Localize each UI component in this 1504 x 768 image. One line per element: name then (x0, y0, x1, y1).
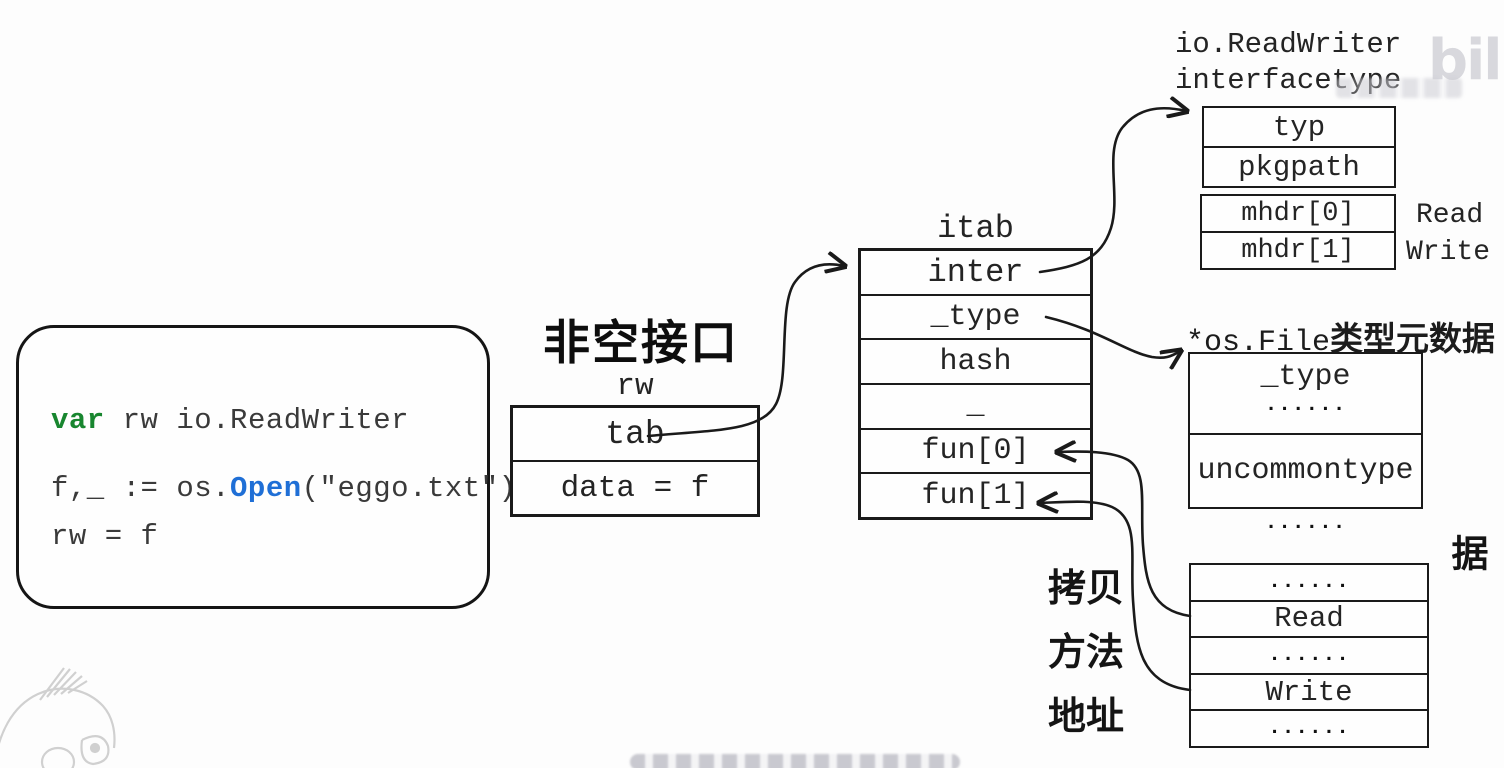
interfacetype-box-top: typ pkgpath (1202, 106, 1396, 188)
itab-row-fun0: fun[0] (861, 427, 1090, 473)
itab-row-type: _type (861, 293, 1090, 339)
copy-method-address-note: 拷贝 方法 地址 (1036, 556, 1136, 748)
nonempty-interface-title: 非空接口 (543, 316, 739, 371)
code-line-1: var rw io.ReadWriter (51, 404, 409, 437)
faint-watermark-top (1336, 78, 1462, 98)
code-line-1-rest: rw io.ReadWriter (104, 404, 410, 437)
copy-note-line3: 地址 (1047, 693, 1124, 738)
method-meta-read: Read (1191, 599, 1427, 637)
itab-row-fun1: fun[1] (861, 472, 1090, 517)
method-meta-box: ...... Read ...... Write ...... (1189, 563, 1429, 748)
go-code-panel: var rw io.ReadWriter f,_ := os.Open("egg… (16, 325, 516, 609)
code-line-2-post: ("eggo.txt") (301, 472, 517, 505)
rw-struct-title: rw (616, 369, 654, 404)
mhdr0-method-label: Read (1416, 200, 1484, 231)
method-metadata-vertical-label: 方法元数据 (1445, 534, 1504, 722)
itab-struct-box: inter _type hash _ fun[0] fun[1] (858, 248, 1093, 520)
code-keyword-var: var (51, 404, 105, 437)
copy-note-line1: 拷贝 (1047, 565, 1124, 610)
interfacetype-title-line1: io.ReadWriter (1175, 28, 1402, 61)
rw-row-data: data = f (513, 460, 757, 514)
osfile-dots-below: ...... (1264, 512, 1347, 535)
osfile-row-uncommontype: uncommontype (1190, 432, 1421, 508)
interfacetype-box-mhdr: mhdr[0] mhdr[1] (1200, 194, 1396, 270)
osfile-struct-box: _type ...... uncommontype (1188, 352, 1423, 509)
itab-struct-title: itab (937, 210, 1014, 247)
faint-watermark-bottom (630, 754, 960, 768)
code-func-open: Open (230, 472, 302, 505)
itab-row-blank: _ (861, 383, 1090, 428)
interfacetype-row-pkgpath: pkgpath (1204, 146, 1394, 186)
interfacetype-row-mhdr1: mhdr[1] (1202, 231, 1394, 268)
method-meta-write: Write (1191, 672, 1427, 710)
osfile-type-dots: ...... (1264, 394, 1347, 417)
code-line-2: f,_ := os.Open("eggo.txt") (51, 472, 517, 505)
method-meta-dots-3: ...... (1191, 709, 1427, 746)
mhdr1-method-label: Write (1406, 237, 1491, 268)
code-line-2-pre: f,_ := os. (51, 472, 231, 505)
osfile-type-label: _type (1260, 360, 1351, 394)
rw-struct-box: tab data = f (510, 405, 760, 517)
interfacetype-row-mhdr0: mhdr[0] (1241, 198, 1355, 229)
rw-row-tab: tab (605, 415, 665, 453)
copy-note-line2: 方法 (1047, 629, 1124, 674)
itab-row-inter: inter (927, 253, 1024, 291)
osfile-title-cn: 类型元数据 (1330, 319, 1496, 358)
method-meta-dots-1: ...... (1268, 570, 1350, 594)
itab-row-hash: hash (861, 338, 1090, 383)
interfacetype-row-typ: typ (1272, 110, 1326, 144)
method-meta-dots-2: ...... (1191, 636, 1427, 673)
osfile-row-type: _type ...... (1190, 354, 1421, 433)
code-line-3: rw = f (51, 520, 159, 553)
